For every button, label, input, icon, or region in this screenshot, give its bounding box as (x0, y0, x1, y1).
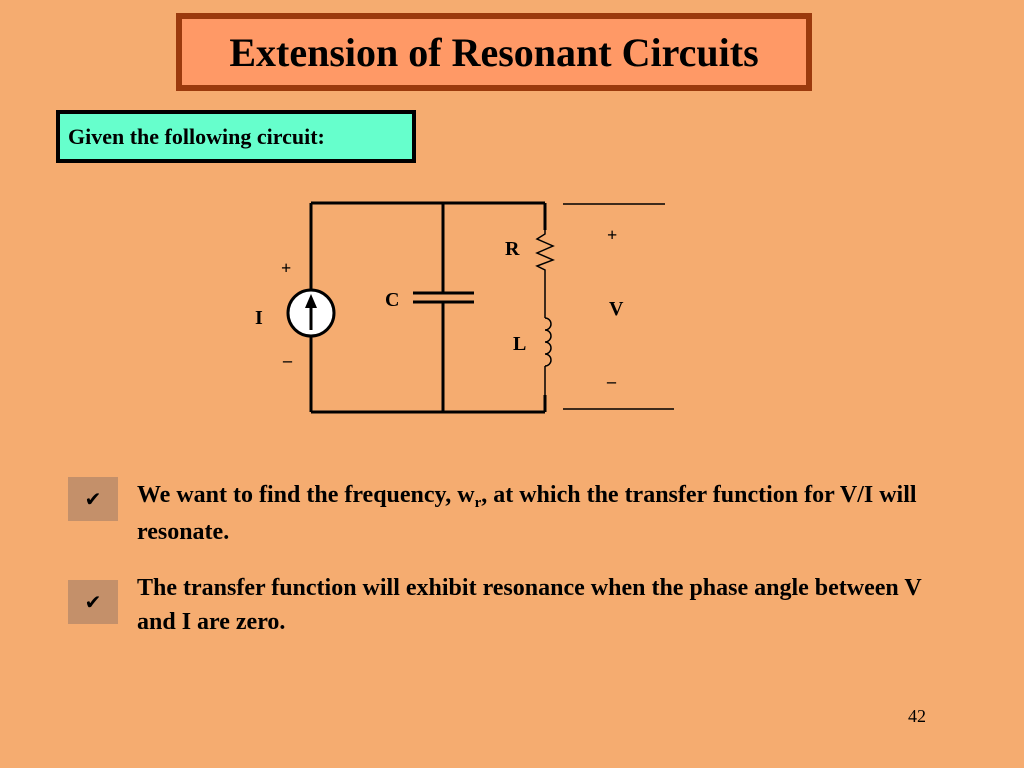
inductor-label: L (513, 333, 526, 355)
current-source-icon (286, 288, 336, 338)
source-label: I (255, 307, 263, 329)
arrow-up-icon (305, 294, 317, 308)
output-minus: _ (606, 365, 617, 385)
given-label: Given the following circuit: (68, 123, 325, 149)
output-plus: + (607, 225, 617, 245)
bullet-text-2: The transfer function will exhibit reson… (137, 575, 922, 635)
source-plus: + (281, 258, 291, 278)
output-label: V (609, 298, 624, 320)
given-box: Given the following circuit: (56, 110, 416, 163)
given-inner: Given the following circuit: (60, 114, 412, 159)
title-box: Extension of Resonant Circuits (176, 13, 812, 91)
check-icon: ✔ (84, 590, 102, 614)
title-inner: Extension of Resonant Circuits (182, 19, 806, 85)
bullet-box-2: ✔ (68, 580, 118, 624)
bullet-1-subscript: r (474, 495, 482, 511)
bullet-text-1: We want to find the frequency, wr, at wh… (137, 478, 957, 549)
source-minus: _ (282, 344, 293, 364)
slide-title: Extension of Resonant Circuits (229, 29, 759, 75)
bullet-1-text-before: We want to find the frequency, w (137, 482, 475, 508)
resistor-zigzag (535, 230, 555, 274)
bullet-box-1: ✔ (68, 477, 118, 521)
resistor-label: R (505, 238, 520, 260)
page-number: 42 (908, 706, 926, 726)
inductor-coils (544, 317, 552, 367)
check-icon: ✔ (84, 487, 102, 511)
capacitor-label: C (385, 289, 399, 311)
bullet-1-text-after: , at which the transfer function for V/I… (137, 482, 917, 545)
